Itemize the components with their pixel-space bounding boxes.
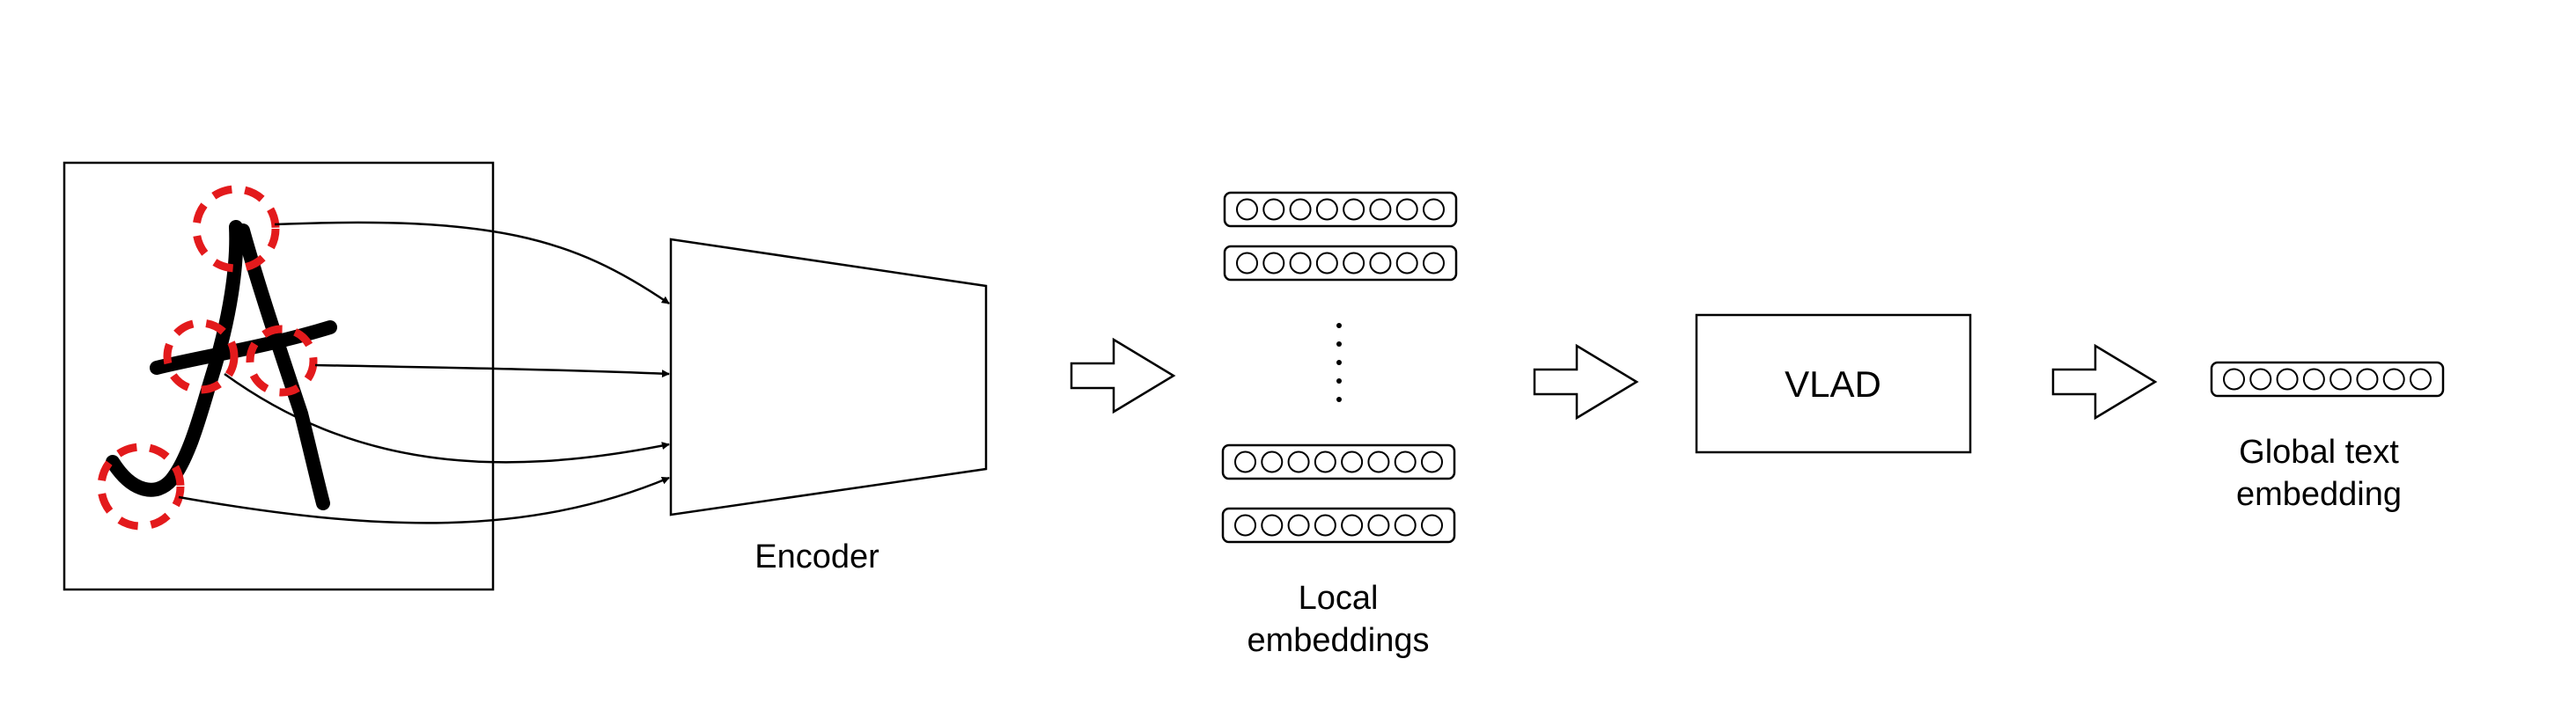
patch-arrow-4 <box>178 476 670 524</box>
vector-cell <box>1261 514 1284 537</box>
vector-cell <box>2223 368 2245 391</box>
vector-cell <box>1261 450 1284 473</box>
vector-cell <box>1287 514 1310 537</box>
local-embedding-vector-3 <box>1221 443 1456 480</box>
vector-cell <box>1341 450 1364 473</box>
vector-cell <box>2276 368 2299 391</box>
vector-cell <box>1236 198 1258 221</box>
vector-cell <box>1341 514 1364 537</box>
vector-cell <box>1394 514 1417 537</box>
vlad-label: VLAD <box>1785 363 1881 405</box>
local-embeddings-label-line1: Local <box>1299 580 1379 617</box>
patch-highlights <box>97 185 318 531</box>
vector-frame <box>1221 443 1456 480</box>
vector-cell <box>1421 514 1443 537</box>
vector-frame <box>1223 245 1458 282</box>
vector-cell <box>1234 514 1256 537</box>
block-arrow-3 <box>2051 343 2158 421</box>
vector-cell <box>1315 252 1338 275</box>
vector-cell <box>2356 368 2379 391</box>
vector-cell <box>2302 368 2325 391</box>
local-embedding-vector-2 <box>1223 245 1458 282</box>
vector-cell <box>1236 252 1258 275</box>
vector-cell <box>1395 252 1418 275</box>
input-image <box>63 161 495 591</box>
vector-cell <box>1287 450 1310 473</box>
local-embedding-vector-1 <box>1223 191 1458 228</box>
vector-cell <box>1343 198 1365 221</box>
vector-cell <box>1367 514 1390 537</box>
vector-cell <box>1369 198 1392 221</box>
vector-cell <box>1289 252 1312 275</box>
vector-cell <box>2382 368 2405 391</box>
vector-frame <box>1221 507 1456 544</box>
patch-crossbar-left <box>163 319 239 394</box>
vector-cell <box>1289 198 1312 221</box>
vector-cell <box>1369 252 1392 275</box>
global-embedding-vector <box>2210 361 2445 398</box>
global-embedding-label-line1: Global text <box>2239 434 2399 471</box>
vector-cell <box>1314 514 1336 537</box>
vector-cell <box>2249 368 2272 391</box>
local-embedding-vector-4 <box>1221 507 1456 544</box>
vector-cell <box>1262 252 1285 275</box>
vector-cell <box>1421 450 1443 473</box>
global-embedding-label-line2: embedding <box>2236 476 2402 513</box>
vertical-ellipsis <box>1336 323 1342 402</box>
vector-cell <box>1315 198 1338 221</box>
patch-arrow-2 <box>314 363 670 378</box>
vector-cell <box>2410 368 2432 391</box>
vector-cell <box>1423 252 1445 275</box>
vector-cell <box>1314 450 1336 473</box>
encoder-label: Encoder <box>754 538 880 575</box>
vector-cell <box>1395 198 1418 221</box>
encoder-block <box>669 238 988 516</box>
patch-arrows <box>178 221 670 524</box>
patch-arrow-1 <box>274 221 670 305</box>
patch-crossbar-right <box>246 325 318 397</box>
local-embeddings <box>1221 191 1458 544</box>
vector-cell <box>1394 450 1417 473</box>
vector-cell <box>1234 450 1256 473</box>
vector-cell <box>1343 252 1365 275</box>
vector-frame <box>1223 191 1458 228</box>
vector-cell <box>1262 198 1285 221</box>
block-arrow-1 <box>1070 337 1176 414</box>
vector-cell <box>1423 198 1445 221</box>
vector-cell <box>1367 450 1390 473</box>
vector-frame <box>2210 361 2445 398</box>
vlad-block <box>1695 313 1972 454</box>
vector-cell <box>2329 368 2352 391</box>
patch-arrow-3 <box>224 372 670 464</box>
patch-top <box>192 185 280 273</box>
local-embeddings-label-line2: embeddings <box>1247 622 1429 659</box>
block-arrow-2 <box>1533 343 1639 421</box>
patch-bottom-left <box>97 443 185 531</box>
